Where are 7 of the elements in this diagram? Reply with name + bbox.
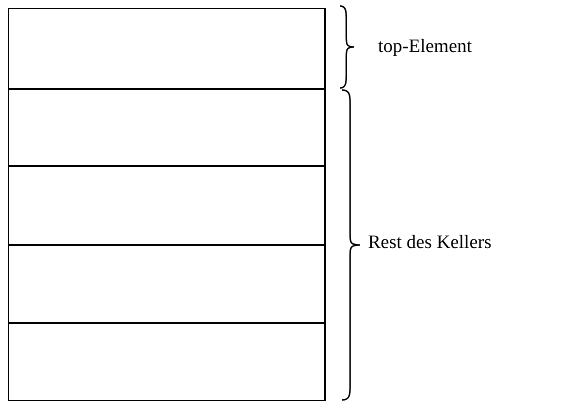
stack-cell — [8, 8, 326, 89]
stack-cell — [8, 244, 326, 323]
stack-cell — [8, 322, 326, 401]
brace-label: top-Element — [378, 36, 472, 58]
brace-label: Rest des Kellers — [368, 232, 492, 254]
stack-cell — [8, 165, 326, 245]
stack-cell — [8, 88, 326, 166]
